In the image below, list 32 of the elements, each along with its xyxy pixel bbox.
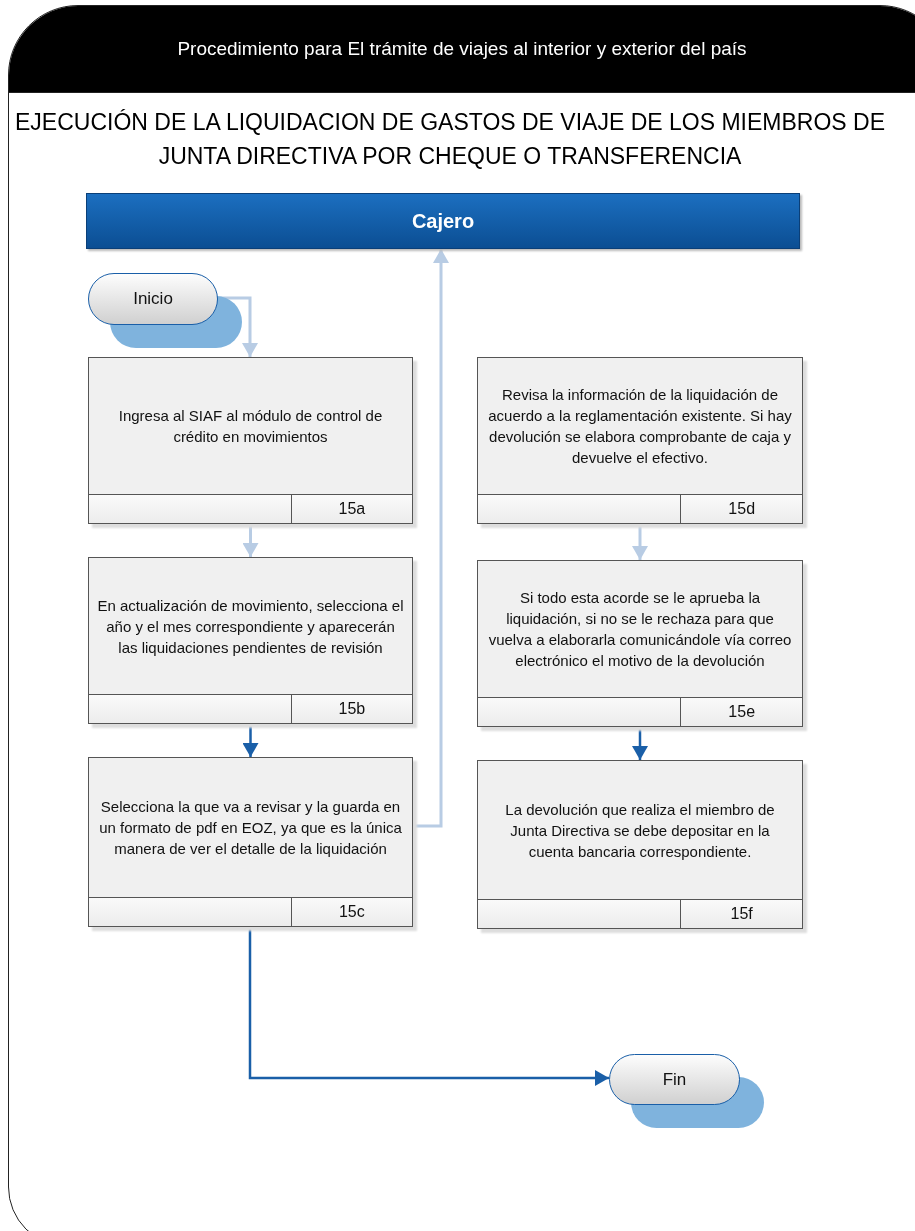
step-text: Si todo esta acorde se le aprueba la liquidación, si no se le rechaza para que vuelva a elaborarla comunicándole vía correo electrónico el motivo de la devolución bbox=[487, 588, 793, 671]
arrow bbox=[242, 524, 259, 557]
step-number: 15a bbox=[290, 495, 412, 523]
process-box bbox=[477, 357, 803, 524]
step-text: En actualización de movimiento, selecciona el año y el mes correspondiente y aparecerán las liquidaciones pendientes de revisión bbox=[97, 595, 404, 658]
process-box bbox=[88, 357, 413, 524]
process-box bbox=[477, 560, 803, 727]
step-text: Revisa la información de la liquidación de acuerdo a la reglamentación existente. Si hay devolución se elabora comprobante de caja y devuelve el efectivo. bbox=[487, 385, 793, 468]
terminator-label: Fin bbox=[662, 1069, 687, 1090]
step-number: 15b bbox=[290, 695, 412, 723]
process-box bbox=[88, 757, 413, 927]
step-number: 15d bbox=[680, 495, 802, 523]
process-box bbox=[477, 760, 803, 929]
lane-title: Cajero bbox=[411, 209, 475, 233]
arrow bbox=[632, 727, 648, 760]
step-text: Ingresa al SIAF al módulo de control de crédito en movimientos bbox=[117, 406, 384, 447]
terminator-label: Inicio bbox=[133, 289, 173, 309]
process-box bbox=[88, 557, 413, 724]
title: Procedimiento para El trámite de viajes al interior y exterior del país bbox=[177, 38, 747, 60]
step-number: 15c bbox=[290, 898, 412, 926]
lane-header bbox=[86, 193, 800, 249]
arrow bbox=[248, 927, 609, 1086]
subtitle: EJECUCIÓN DE LA LIQUIDACION DE GASTOS DE VIAJE DE LOS MIEMBROS DE JUNTA DIRECTIVA POR CHEQUE O TRANSFERENCIA bbox=[14, 108, 886, 171]
step-text: Selecciona la que va a revisar y la guarda en un formato de pdf en EOZ, ya que es la única manera de ver el detalle de la liquidación bbox=[98, 797, 403, 859]
step-number: 15f bbox=[680, 900, 802, 928]
arrow bbox=[242, 724, 259, 757]
step-text: La devolución que realiza el miembro de Junta Directiva se debe depositar en la cuenta bancaria correspondiente. bbox=[504, 799, 776, 862]
step-number: 15e bbox=[680, 698, 802, 726]
arrow bbox=[413, 249, 449, 828]
arrow bbox=[632, 524, 648, 560]
terminator-shape bbox=[609, 1054, 740, 1105]
terminator-shape bbox=[88, 273, 218, 325]
